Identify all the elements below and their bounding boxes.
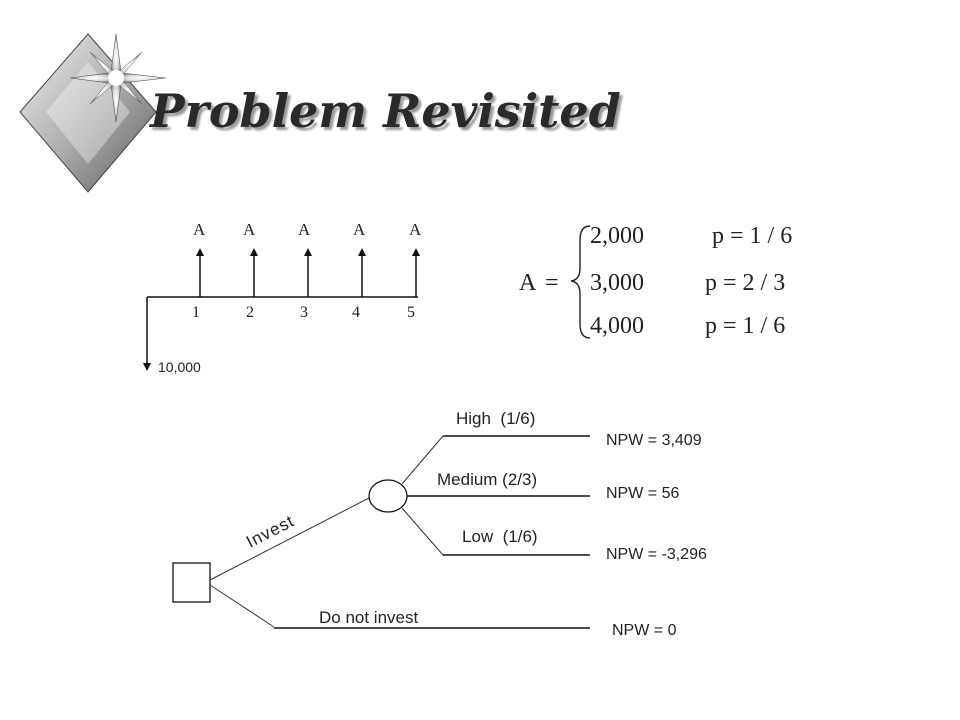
- npw-low: NPW = -3,296: [606, 546, 707, 563]
- outflow-label: 10,000: [158, 359, 201, 375]
- npw-high: NPW = 3,409: [606, 432, 702, 449]
- case-prob-2: p = 2 / 3: [705, 270, 785, 296]
- chance-node: [368, 479, 408, 513]
- not-invest-branch: [209, 584, 275, 628]
- case-value-2: 3,000: [590, 270, 644, 296]
- receipt-arrow-4: [358, 248, 366, 297]
- receipt-label-3: A: [298, 220, 311, 239]
- invest-label: Invest: [243, 511, 297, 551]
- npw-not-invest: NPW = 0: [612, 622, 677, 639]
- case-prob-3: p = 1 / 6: [705, 313, 785, 339]
- distribution-variable: A: [519, 270, 537, 296]
- period-label-5: 5: [407, 304, 415, 321]
- case-prob-1: p = 1 / 6: [712, 223, 792, 249]
- receipt-arrow-3: [304, 248, 312, 297]
- diamond-star-logo: [19, 33, 167, 193]
- distribution-equals: =: [545, 270, 559, 296]
- npw-medium: NPW = 56: [606, 485, 679, 502]
- receipt-label-1: A: [193, 220, 206, 239]
- period-label-2: 2: [246, 304, 254, 321]
- outflow-arrow-head: [143, 363, 151, 371]
- low-branch: [401, 507, 444, 556]
- receipt-label-4: A: [353, 220, 366, 239]
- decision-node: [172, 562, 211, 603]
- branch-label-high: High (1/6): [456, 409, 535, 428]
- distribution-equation: A = 2,000 p = 1 / 6 3,000 p = 2 / 3 4,00…: [519, 223, 792, 339]
- left-brace: [570, 225, 591, 339]
- receipt-label-5: A: [409, 220, 422, 239]
- period-label-3: 3: [300, 304, 308, 321]
- page-title: Problem Revisited: [150, 84, 621, 138]
- branch-label-medium: Medium (2/3): [437, 470, 537, 489]
- case-value-3: 4,000: [590, 313, 644, 339]
- period-label-4: 4: [352, 304, 360, 321]
- decision-tree: Invest Do not invest High (1/6) Medium (…: [172, 409, 707, 639]
- cash-flow-diagram: 10,000 A A A A: [143, 220, 422, 375]
- branch-label-low: Low (1/6): [462, 527, 538, 546]
- high-branch: [401, 435, 444, 485]
- receipt-arrow-5: [412, 248, 420, 297]
- period-label-1: 1: [192, 304, 200, 321]
- receipt-arrow-1: [196, 248, 204, 297]
- not-invest-label: Do not invest: [319, 608, 418, 627]
- receipt-label-2: A: [243, 220, 256, 239]
- receipt-arrow-2: [250, 248, 258, 297]
- invest-branch: [209, 497, 370, 581]
- case-value-1: 2,000: [590, 223, 644, 249]
